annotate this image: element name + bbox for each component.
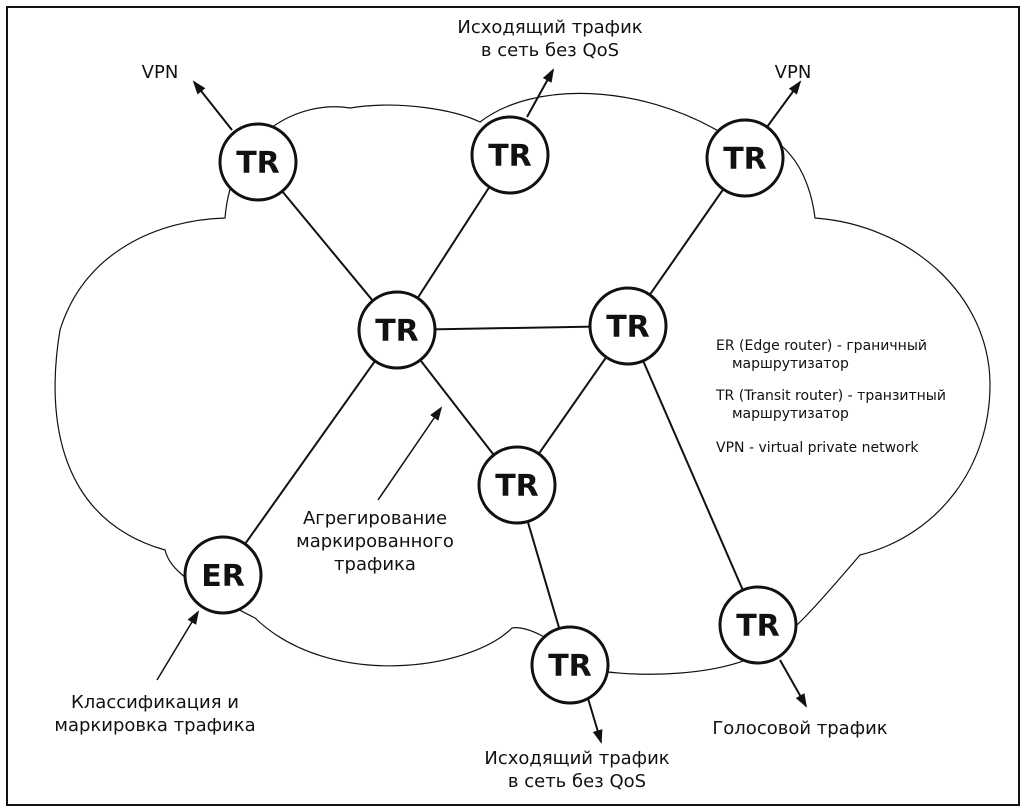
node-tr-middle: TR [477, 445, 557, 525]
node-tr-core-left: TR [357, 290, 437, 370]
arrow-top-outgoing [526, 68, 554, 118]
node-tr-vpn-right: TR [705, 118, 785, 198]
label-aggregation-line2: маркированного [296, 531, 454, 552]
node-circle [183, 535, 263, 615]
node-label: TR [606, 310, 650, 345]
label-vpn-right: VPN [775, 62, 812, 83]
edge-tr-core-left-er [222, 329, 398, 576]
label-classification-line2: маркировка трафика [54, 715, 255, 736]
node-label: TR [723, 142, 767, 177]
node-tr-core-right: TR [588, 286, 668, 366]
label-classification-line1: Классификация и [71, 692, 239, 713]
label-bottom-outgoing-line2: в сеть без QoS [508, 771, 646, 792]
arrow-classification [156, 610, 200, 681]
node-label: TR [375, 314, 419, 349]
node-circle [530, 625, 610, 705]
label-voice-traffic: Голосовой трафик [712, 718, 887, 739]
node-tr-bottom-right: TR [718, 585, 798, 665]
edge-tr-core-right-tr-bottom-right [627, 325, 759, 626]
nodes-group: TR TR TR TR TR TR ER TR TR [183, 115, 798, 705]
label-vpn-left: VPN [142, 62, 179, 83]
node-circle [470, 115, 550, 195]
arrow-vpn-left [192, 80, 233, 131]
node-label: TR [736, 609, 780, 644]
node-circle [588, 286, 668, 366]
node-circle [357, 290, 437, 370]
node-circle [218, 122, 298, 202]
node-tr-bottom-center: TR [530, 625, 610, 705]
node-label: TR [548, 649, 592, 684]
node-label: TR [495, 469, 539, 504]
network-cloud [54, 92, 991, 675]
arrow-vpn-right [766, 80, 802, 128]
diagram-frame [6, 6, 1020, 806]
edges-group [222, 154, 759, 666]
node-label: ER [201, 559, 245, 594]
label-top-outgoing-line2: в сеть без QoS [481, 40, 619, 61]
label-bottom-outgoing-line1: Исходящий трафик [484, 748, 669, 769]
node-label: TR [236, 146, 280, 181]
node-circle [705, 118, 785, 198]
node-label: TR [488, 139, 532, 174]
label-aggregation-line3: трафика [334, 554, 416, 575]
arrow-bottom-outgoing [586, 694, 603, 744]
legend-vpn: VPN - virtual private network [716, 440, 919, 456]
node-er: ER [183, 535, 263, 615]
node-circle [477, 445, 557, 525]
label-aggregation-line1: Агрегирование [303, 508, 447, 529]
node-tr-vpn-left: TR [218, 122, 298, 202]
arrow-voice [779, 659, 807, 708]
arrow-aggregation [377, 406, 443, 501]
node-tr-top-center: TR [470, 115, 550, 195]
legend-er-line2: маршрутизатор [732, 356, 849, 372]
legend-er-line1: ER (Edge router) - граничный [716, 338, 927, 354]
legend-tr-line1: TR (Transit router) - транзитный [715, 388, 946, 404]
label-top-outgoing-line1: Исходящий трафик [457, 17, 642, 38]
legend-tr-line2: маршрутизатор [732, 406, 849, 422]
node-circle [718, 585, 798, 665]
